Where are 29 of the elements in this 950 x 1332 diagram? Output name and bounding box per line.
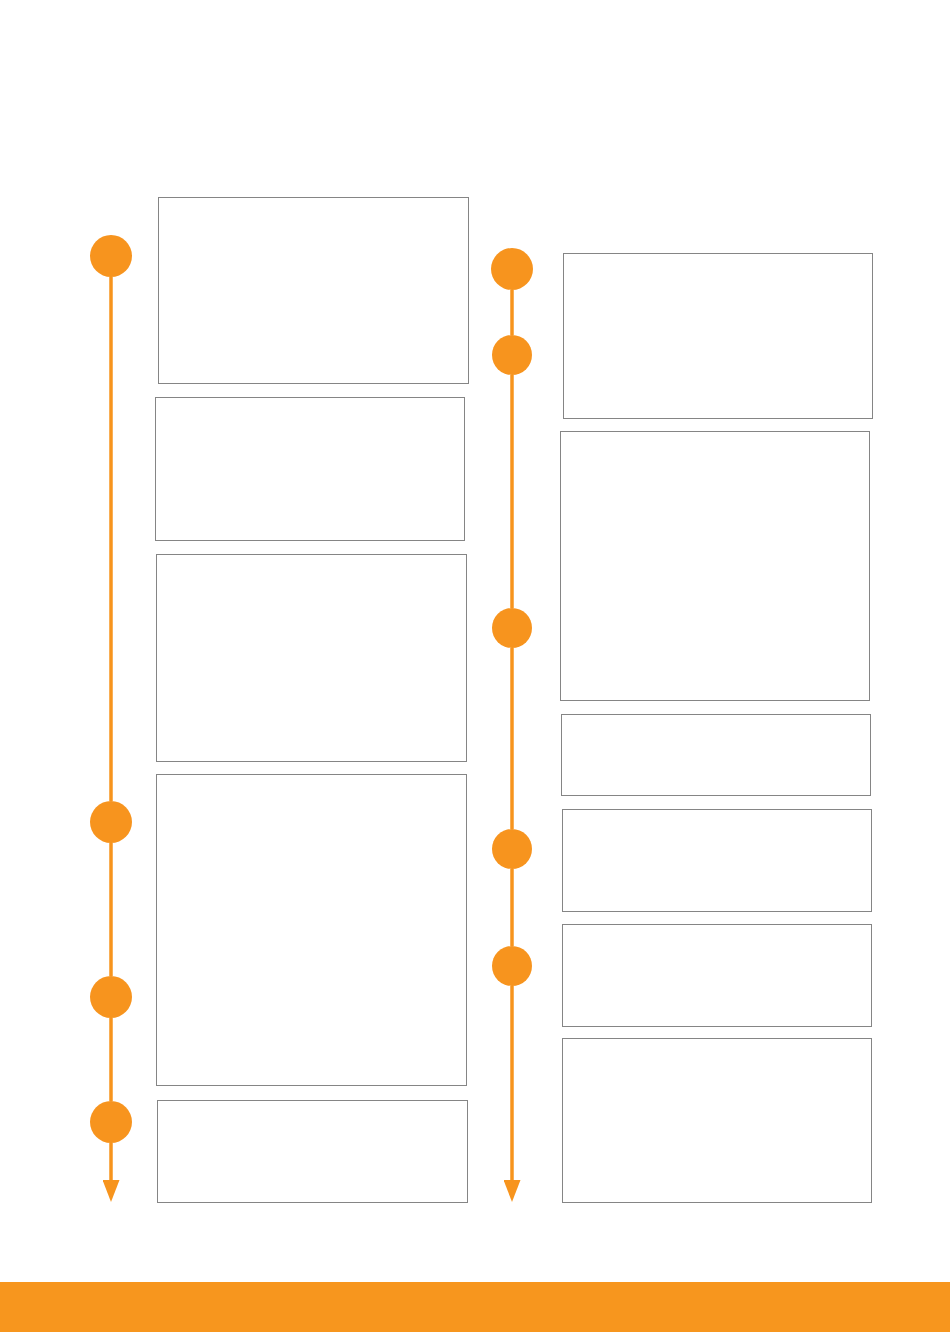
blank-box — [563, 253, 873, 419]
timeline-line — [510, 648, 514, 829]
blank-box — [158, 197, 469, 384]
blank-box — [560, 431, 870, 701]
blank-box — [562, 809, 872, 912]
blank-box — [561, 714, 871, 796]
timeline-dot — [491, 248, 533, 290]
blank-box — [562, 1038, 872, 1203]
timeline-dot — [492, 946, 532, 986]
timeline-dot — [90, 235, 132, 277]
timeline-line — [510, 375, 514, 608]
timeline-line — [510, 290, 514, 335]
timeline-dot — [90, 1101, 132, 1143]
timeline-dot — [90, 976, 132, 1018]
blank-box — [157, 1100, 468, 1203]
timeline-dot — [492, 829, 532, 869]
timeline-line — [510, 869, 514, 946]
timeline-arrow — [102, 1143, 120, 1202]
timeline-dot — [90, 801, 132, 843]
timeline-dot — [492, 335, 532, 375]
timeline-line — [109, 277, 113, 801]
blank-box — [156, 554, 467, 762]
timeline-arrow — [503, 986, 521, 1202]
timeline-line — [109, 1018, 113, 1101]
blank-box — [562, 924, 872, 1027]
blank-box — [155, 397, 465, 541]
timeline-line — [109, 843, 113, 976]
blank-box — [156, 774, 467, 1086]
timeline-dot — [492, 608, 532, 648]
